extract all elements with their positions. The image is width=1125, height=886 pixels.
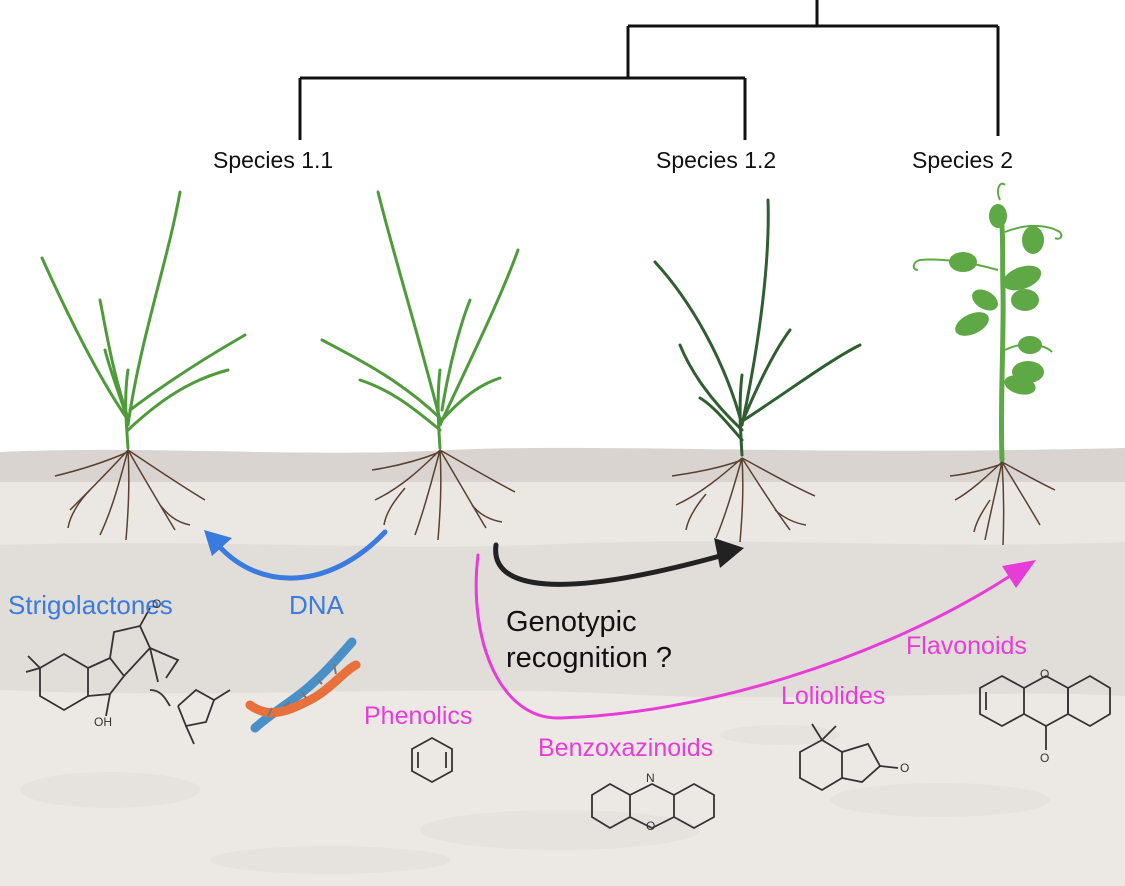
strigolactone-ketone-oxygen: O [152,597,162,611]
strigolactones-label: Strigolactones [8,590,173,620]
species-2-label: Species 2 [912,147,1014,173]
dna-label: DNA [289,590,344,620]
flavonoids-label: Flavonoids [906,632,1027,660]
species-1-2-label: Species 1.2 [656,147,777,173]
grass-plant-1 [40,190,247,541]
loliolides-label: Loliolides [781,682,886,710]
pea-plant [912,182,1063,546]
benzoxazinoids-label: Benzoxazinoids [538,734,714,762]
flavonoids-structure [979,674,1111,750]
grass-plant-2 [320,190,520,541]
phenolics-structure [411,736,453,784]
blue-arrow [204,529,388,581]
grass-plant-3 [653,198,862,543]
phenolics-label: Phenolics [364,702,473,730]
flavanone-ring-oxygen: O [1040,667,1050,681]
soil-wave-2 [0,690,1125,886]
phenoxazine-oxygen: O [646,819,656,833]
benzoxazinoids-structure [591,782,715,830]
soil-surface-band [0,447,1125,485]
strigolactone-hydroxyl: OH [94,715,112,729]
soil-upper-layer [0,482,1125,547]
soil [0,447,1125,886]
soil-wave-1 [0,541,1125,700]
magenta-arrow [474,553,1036,720]
loliolide-oxygen: O [900,761,910,775]
phylogenetic-tree [298,0,1000,140]
black-arrow [493,538,744,587]
genotypic-recognition-line-2: recognition ? [506,642,673,675]
flavanone-ketone-oxygen: O [1040,751,1050,765]
loliolides-structure [799,723,899,792]
genotypic-recognition-line-1: Genotypic [506,606,637,638]
genotypic-recognition-label: Genotypic recognition ? [506,604,672,677]
strigolactone-structure [25,607,231,745]
phenoxazine-nitrogen: N [646,771,655,785]
dna-helix-icon [245,637,361,733]
species-1-1-label: Species 1.1 [213,147,334,173]
